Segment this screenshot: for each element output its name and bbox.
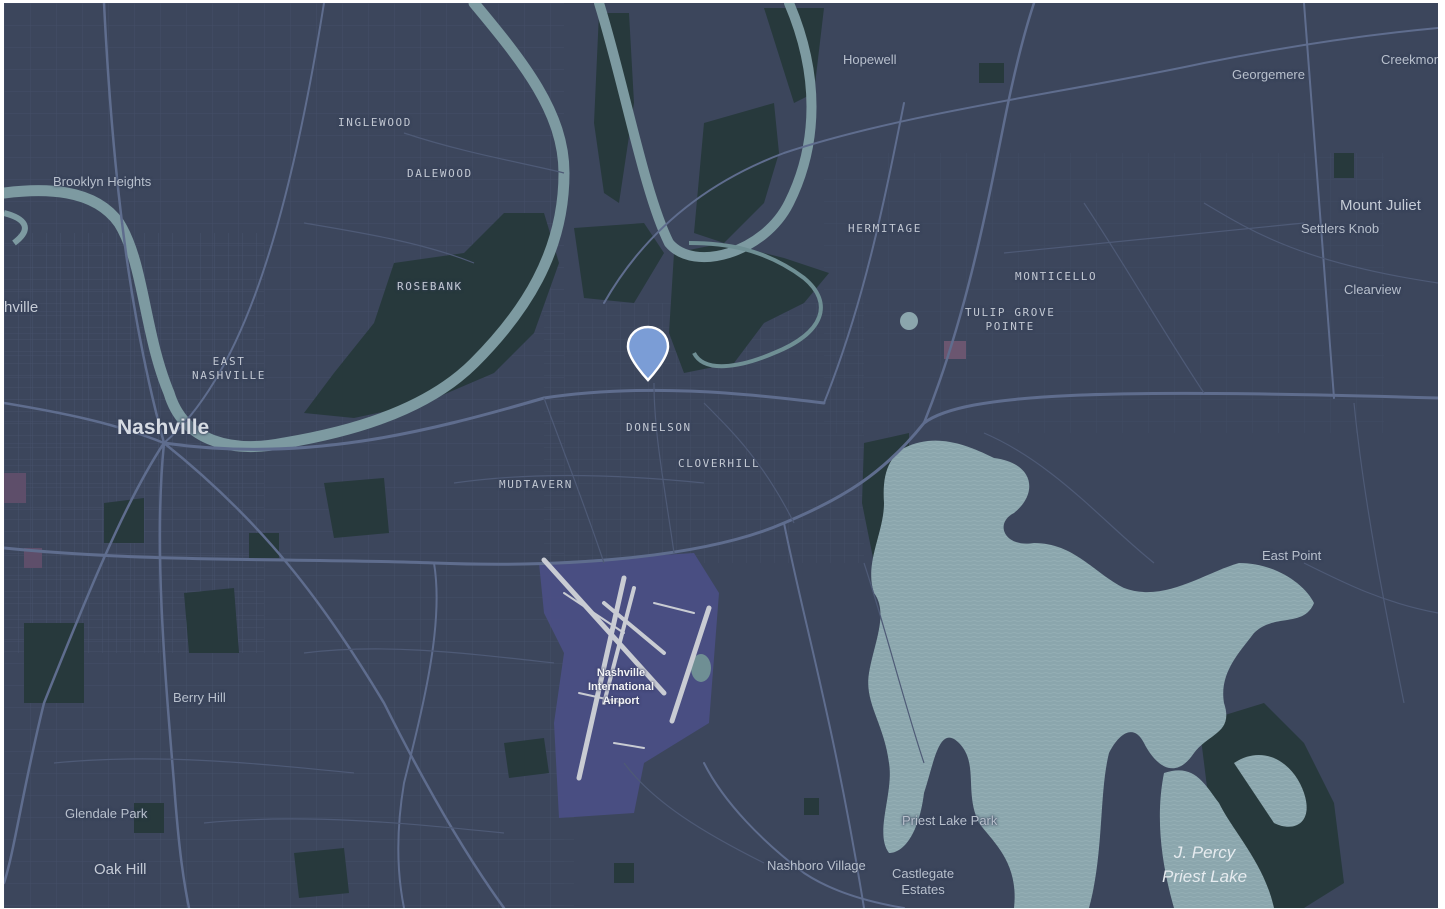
stones-river (688, 241, 823, 369)
lake-arm-south (1159, 770, 1274, 908)
pond (691, 654, 711, 682)
airport-runways (541, 557, 712, 781)
percy-priest-lake (868, 440, 1314, 908)
map-pin-shape (626, 325, 670, 382)
cumberland-river-east (594, 3, 817, 263)
commercial-area-3 (24, 548, 42, 568)
street-grid-hermitage (824, 153, 1384, 433)
minor-roads (53, 132, 1438, 864)
map-graphics (4, 3, 1438, 908)
map-pin-icon[interactable] (626, 325, 670, 383)
commercial-area-2 (4, 473, 26, 503)
major-roads (4, 3, 1438, 908)
lake-arm-east (1234, 754, 1307, 827)
river-west-branch (4, 210, 28, 246)
park-areas (24, 8, 1354, 908)
pond (900, 312, 918, 330)
map-canvas[interactable]: Nashville hville Brooklyn Heights Hopewe… (4, 3, 1438, 908)
